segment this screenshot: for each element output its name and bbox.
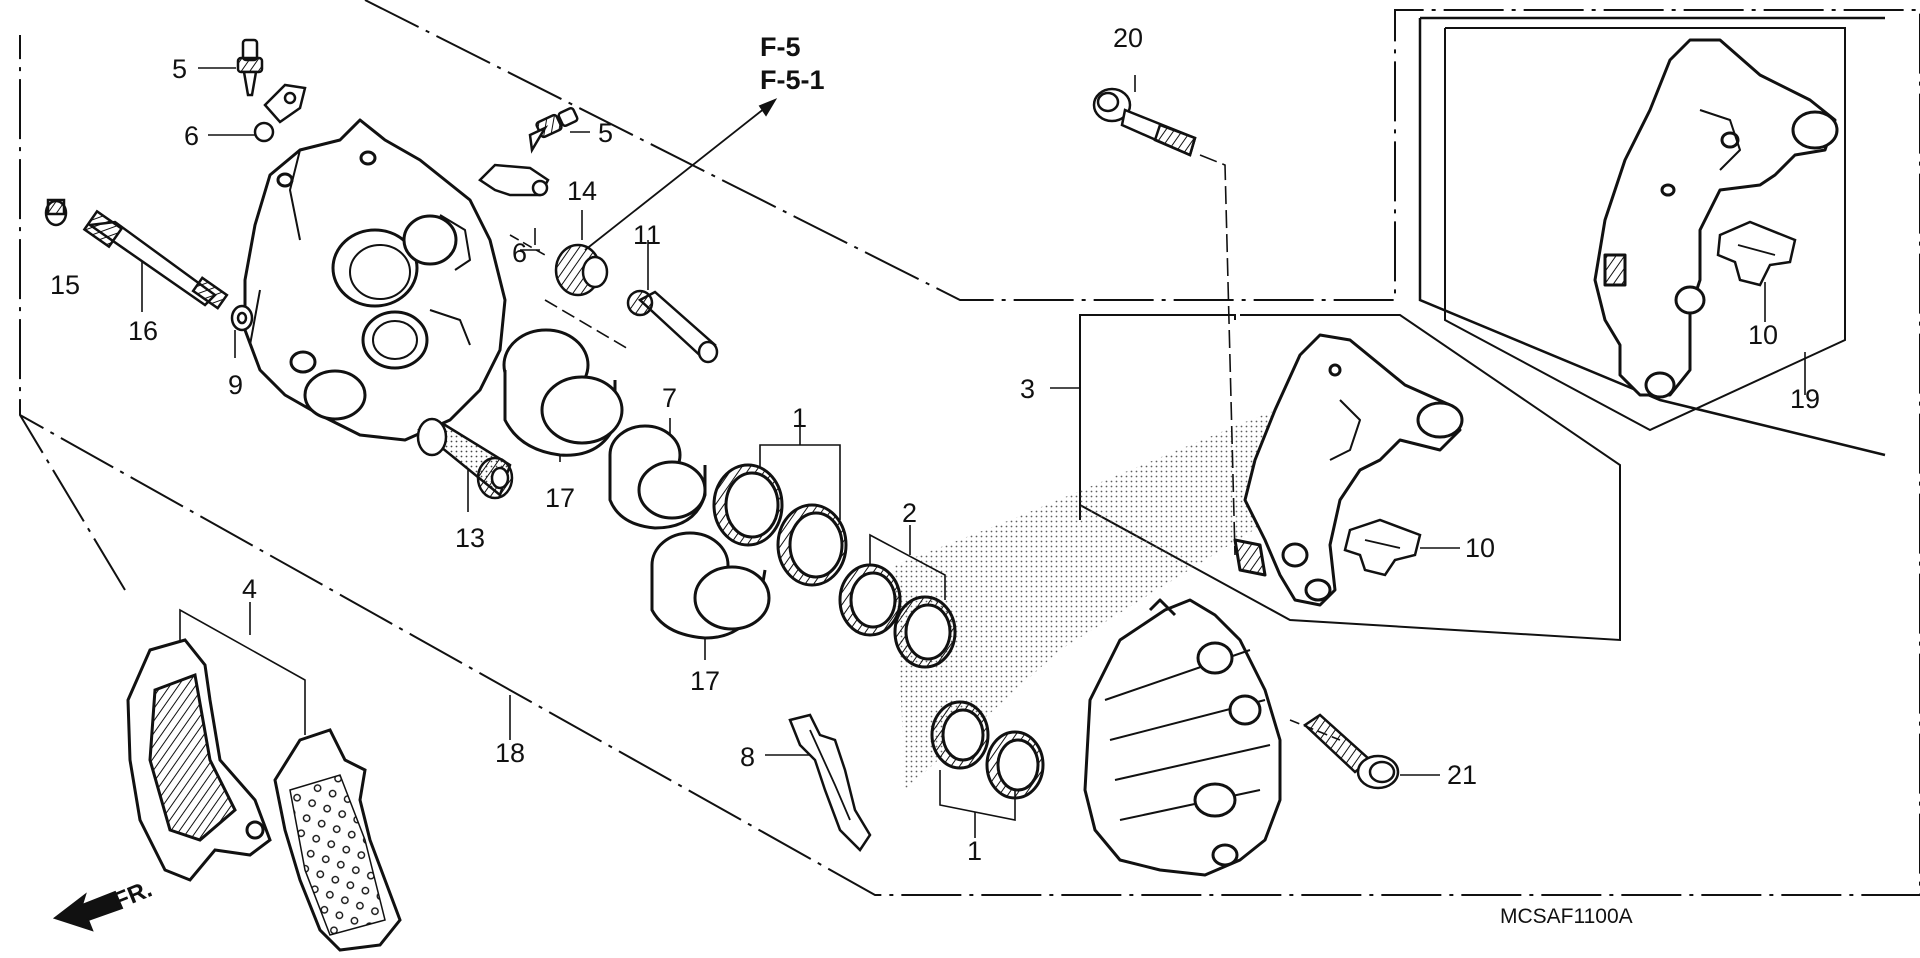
bleeder-screw-1 bbox=[236, 38, 264, 97]
callout-21: 21 bbox=[1447, 760, 1478, 790]
callout-17: 17 bbox=[690, 666, 721, 696]
pad-retainer-10-lower bbox=[1343, 518, 1422, 577]
pin-plug-15 bbox=[44, 198, 68, 227]
piston-17-lower bbox=[650, 531, 771, 640]
boot-14 bbox=[554, 243, 609, 297]
brake-pad-4a bbox=[126, 638, 272, 882]
seals-1-lower bbox=[930, 700, 1045, 800]
assembly-19-box bbox=[1418, 16, 1886, 457]
sleeve-13 bbox=[416, 417, 514, 500]
callout-16: 16 bbox=[128, 316, 159, 346]
callout-6: 6 bbox=[184, 121, 200, 151]
callout-4: 4 bbox=[242, 574, 258, 604]
callout-9: 9 bbox=[228, 370, 244, 400]
callout-10: 10 bbox=[1465, 533, 1496, 563]
callout-1: 1 bbox=[792, 403, 808, 433]
bleeder-bracket-2 bbox=[478, 163, 550, 197]
reference-arrow bbox=[584, 98, 778, 251]
dotted-shading bbox=[895, 390, 1330, 790]
callout-17: 17 bbox=[545, 483, 576, 513]
pin-11 bbox=[626, 289, 719, 364]
bleeder-screw-2 bbox=[528, 107, 579, 154]
callout-18: 18 bbox=[495, 738, 526, 768]
reference-f5-1[interactable]: F-5-1 bbox=[760, 65, 825, 95]
callout-14: 14 bbox=[567, 176, 598, 206]
reference-f5[interactable]: F-5 bbox=[760, 32, 801, 62]
callout-2: 2 bbox=[902, 498, 918, 528]
callout-7: 7 bbox=[662, 383, 678, 413]
callout-20: 20 bbox=[1113, 23, 1144, 53]
slide-pin-16 bbox=[82, 209, 229, 310]
brake-pad-4b bbox=[273, 728, 402, 952]
caliper-half bbox=[1083, 598, 1282, 877]
pad-retainer-10-upper bbox=[1716, 220, 1797, 287]
callout-6: 6 bbox=[512, 238, 528, 268]
callout-11: 11 bbox=[633, 220, 662, 250]
pad-spring-8 bbox=[788, 713, 872, 852]
callout-10: 10 bbox=[1748, 320, 1779, 350]
caliper-bracket-19 bbox=[1593, 38, 1839, 399]
callout-5: 5 bbox=[598, 118, 614, 148]
callout-13: 13 bbox=[455, 523, 486, 553]
bolt-20 bbox=[1092, 87, 1197, 157]
piston-17-upper bbox=[502, 328, 624, 460]
callout-8: 8 bbox=[740, 742, 756, 772]
caliper-body bbox=[243, 118, 507, 442]
bleeder-bracket-1 bbox=[253, 83, 307, 143]
front-direction-arrow bbox=[52, 890, 124, 932]
piston-7 bbox=[608, 424, 707, 530]
bolt-21 bbox=[1302, 713, 1400, 790]
seals-1-upper bbox=[712, 463, 848, 587]
callout-5: 5 bbox=[172, 54, 188, 84]
assembly-3-outline bbox=[1079, 314, 1621, 642]
washer-9 bbox=[230, 304, 254, 332]
callout-1: 1 bbox=[967, 836, 983, 866]
group-boundary-lines bbox=[19, 0, 1920, 896]
callout-15: 15 bbox=[50, 270, 81, 300]
seals-2 bbox=[838, 563, 957, 669]
callout-19: 19 bbox=[1790, 384, 1821, 414]
callout-3: 3 bbox=[1020, 374, 1036, 404]
drawing-code: MCSAF1100A bbox=[1500, 905, 1633, 928]
caliper-bracket-3 bbox=[1233, 333, 1464, 607]
